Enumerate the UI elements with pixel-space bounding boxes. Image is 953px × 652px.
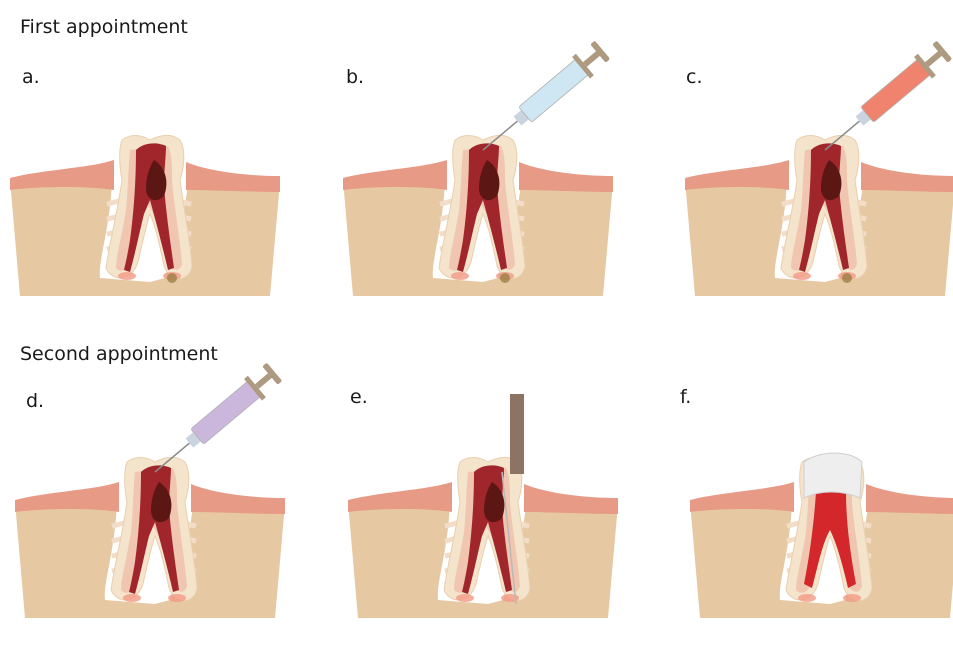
abscess — [167, 273, 177, 283]
panel-e — [338, 322, 618, 622]
tooth-illustration-d — [5, 322, 295, 652]
panel-b — [333, 0, 613, 300]
panel-f — [680, 322, 953, 622]
apex-glow — [798, 594, 816, 602]
tooth-illustration-a — [0, 0, 290, 310]
syringe-barrel — [191, 381, 261, 445]
abscess — [500, 273, 510, 283]
tooth-group — [15, 361, 285, 618]
tooth-group — [348, 394, 618, 618]
tooth-illustration-f — [680, 322, 953, 652]
gum-right — [524, 484, 618, 514]
crown-filling — [804, 453, 862, 498]
tooth-illustration-c — [675, 0, 953, 310]
gum-left — [685, 160, 789, 190]
syringe-barrel — [861, 59, 931, 123]
gum-left — [15, 482, 119, 512]
apex-glow — [451, 272, 469, 280]
file-handle — [510, 394, 524, 474]
gum-right — [861, 162, 953, 192]
tooth-group — [685, 39, 953, 296]
apex-glow — [123, 594, 141, 602]
apex-glow — [456, 594, 474, 602]
panel-c — [675, 0, 953, 300]
gum-left — [10, 160, 114, 190]
apex-glow — [168, 594, 186, 602]
apex-glow — [843, 594, 861, 602]
tooth-illustration-e — [338, 322, 628, 652]
apex-glow — [793, 272, 811, 280]
syringe-barrel — [519, 59, 589, 123]
tooth-group — [10, 135, 280, 296]
gum-left — [343, 160, 447, 190]
gum-right — [186, 162, 280, 192]
panel-d — [5, 322, 285, 622]
gum-left — [348, 482, 452, 512]
tooth-group — [690, 453, 953, 618]
abscess — [842, 273, 852, 283]
tooth-illustration-b — [333, 0, 623, 310]
gum-right — [866, 484, 953, 514]
gum-right — [519, 162, 613, 192]
apex-glow — [118, 272, 136, 280]
gum-left — [690, 482, 794, 512]
gum-right — [191, 484, 285, 514]
tooth-group — [343, 39, 613, 296]
panel-a — [0, 0, 280, 300]
